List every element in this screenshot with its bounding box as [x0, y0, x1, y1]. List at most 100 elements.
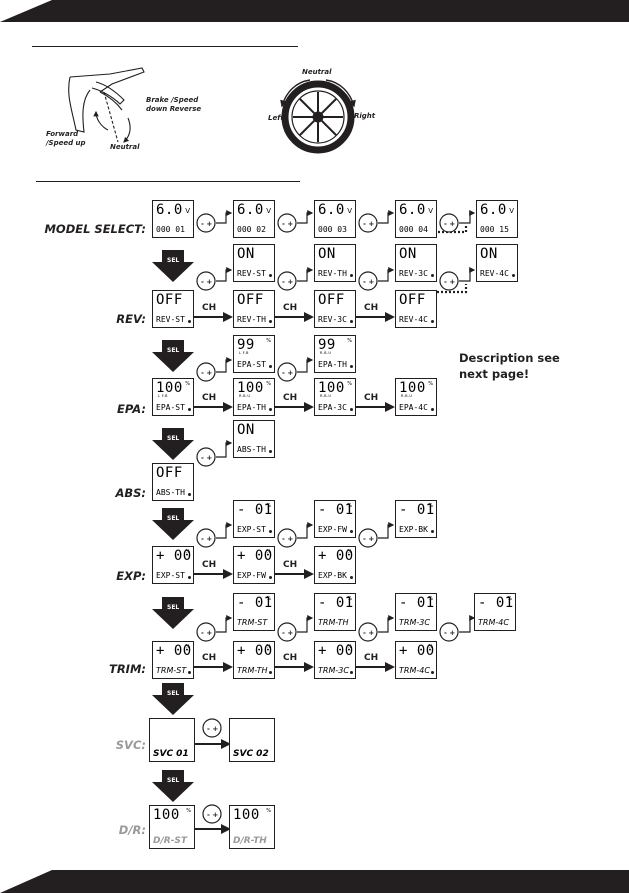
row-label-epa: EPA: — [117, 402, 146, 416]
ch-label: CH — [283, 303, 298, 313]
lcd-exp-bk-minus: - 01%EXP-BK — [395, 500, 437, 538]
lcd-trm-th: + 00%TRM-TH — [233, 641, 275, 679]
row-label-abs: ABS: — [115, 486, 146, 500]
svg-text:- +: - + — [282, 535, 293, 543]
svg-text:SEL: SEL — [167, 257, 179, 264]
wheel-left-label: Left — [268, 114, 284, 122]
ch-label: CH — [364, 653, 379, 663]
section-rule-top — [32, 46, 298, 47]
ch-label: CH — [283, 653, 298, 663]
lcd-exp-bk: + 00%EXP-BK — [314, 546, 356, 584]
description-note: Description see next page! — [459, 351, 560, 381]
trigger-illustration — [68, 67, 145, 143]
lcd-exp-fw-minus: - 01%EXP-FW — [314, 500, 356, 538]
dial-glyphs: - + - + - + - + - + - + - + - + - + - + - + - +… — [201, 220, 455, 819]
ch-label: CH — [202, 560, 217, 570]
section-rule-bottom — [36, 181, 300, 182]
lcd-svc-01: SVC 01 — [149, 718, 195, 762]
svg-text:SEL: SEL — [167, 515, 179, 522]
svg-text:SEL: SEL — [167, 777, 179, 784]
svg-text:- +: - + — [201, 629, 212, 637]
row-label-model-select: MODEL SELECT: — [44, 222, 146, 236]
sel-labels: SEL SEL SEL SEL SEL SEL SEL — [167, 257, 179, 784]
lcd-svc-02: SVC 02 — [229, 718, 275, 762]
row-label-exp: EXP: — [116, 569, 146, 583]
svg-text:- +: - + — [444, 278, 455, 286]
dial-buttons — [196, 213, 459, 824]
ch-label: CH — [364, 393, 379, 403]
row-label-trim: TRIM: — [108, 662, 146, 676]
ch-label: CH — [202, 393, 217, 403]
ch-label: CH — [283, 560, 298, 570]
svg-text:- +: - + — [363, 629, 374, 637]
bottom-banner — [0, 870, 629, 893]
forward-label: Forward /Speed up — [46, 130, 86, 147]
svg-text:- +: - + — [363, 535, 374, 543]
trigger-neutral-label: Neutral — [110, 143, 140, 151]
svg-text:- +: - + — [363, 220, 374, 228]
svg-text:- +: - + — [201, 278, 212, 286]
wheel-illustration — [280, 79, 356, 154]
row-label-dr: D/R: — [118, 823, 146, 837]
lcd-dr-th: 100%D/R-TH — [229, 805, 275, 849]
ch-label: CH — [202, 303, 217, 313]
svg-text:- +: - + — [444, 220, 455, 228]
lcd-dr-st: 100%D/R-ST — [149, 805, 195, 849]
svg-text:- +: - + — [444, 629, 455, 637]
svg-text:- +: - + — [201, 220, 212, 228]
lcd-trm-4c-minus: - 01%TRM-4C — [474, 593, 516, 631]
lcd-trm-3c: + 00%TRM-3C — [314, 641, 356, 679]
sel-arrows — [152, 250, 194, 802]
svg-text:SEL: SEL — [167, 435, 179, 442]
lcd-trm-3c-minus: - 01%TRM-3C — [395, 593, 437, 631]
row-label-svc: SVC: — [115, 738, 146, 752]
top-banner — [0, 0, 629, 22]
ch-label: CH — [283, 393, 298, 403]
svg-text:- +: - + — [282, 629, 293, 637]
wheel-neutral-label: Neutral — [302, 68, 332, 76]
lcd-exp-st-minus: - 01%EXP-ST — [233, 500, 275, 538]
lcd-trm-st-minus: - 01%TRM-ST — [233, 593, 275, 631]
wheel-right-label: Right — [354, 112, 376, 120]
ch-label: CH — [202, 653, 217, 663]
svg-text:SEL: SEL — [167, 690, 179, 697]
lcd-trm-4c: + 00%TRM-4C — [395, 641, 437, 679]
svg-text:SEL: SEL — [167, 604, 179, 611]
lcd-trm-th-minus: - 01%TRM-TH — [314, 593, 356, 631]
svg-text:- +: - + — [282, 278, 293, 286]
svg-text:- +: - + — [207, 725, 218, 733]
svg-text:- +: - + — [201, 535, 212, 543]
svg-text:SEL: SEL — [167, 347, 179, 354]
row-label-rev: REV: — [116, 312, 146, 326]
svg-text:- +: - + — [363, 278, 374, 286]
svg-text:- +: - + — [282, 220, 293, 228]
svg-text:- +: - + — [282, 369, 293, 377]
brake-label: Brake /Speed down Reverse — [146, 96, 202, 113]
lcd-trm-st: + 00%TRM-ST — [152, 641, 194, 679]
svg-text:- +: - + — [201, 454, 212, 462]
ch-label: CH — [364, 303, 379, 313]
svg-text:- +: - + — [201, 369, 212, 377]
